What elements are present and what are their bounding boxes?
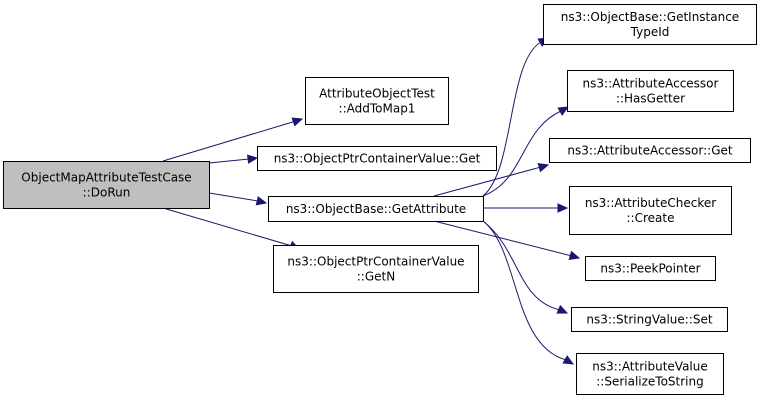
node-label-line: ns3::StringValue::Set — [586, 313, 712, 327]
arrow-head — [291, 117, 304, 127]
node-label-line: ::Create — [627, 211, 675, 225]
edge-root-to-addtomap — [162, 117, 304, 162]
edge-line — [482, 220, 567, 361]
arrow-head — [562, 355, 575, 365]
edge-getattr-to-strset — [482, 220, 569, 314]
arrow-head — [557, 203, 569, 213]
edge-line — [482, 110, 562, 197]
nodes-layer: ObjectMapAttributeTestCase::DoRun Attribu… — [3, 4, 757, 395]
node-label-line: ns3::ObjectPtrContainerValue::Get — [274, 152, 481, 166]
edge-getattr-to-serialize — [482, 220, 575, 365]
arrow-head — [255, 196, 268, 206]
node-label-line: ns3::ObjectBase::GetAttribute — [286, 202, 466, 216]
node-box — [3, 161, 210, 209]
arrow-head — [568, 250, 581, 260]
node-addtomap[interactable]: AttributeObjectTest::AddToMap1 — [305, 77, 449, 125]
node-box — [273, 245, 479, 293]
node-label-line: ObjectMapAttributeTestCase — [21, 171, 191, 185]
arrow-head — [556, 304, 569, 314]
edge-line — [482, 220, 561, 311]
edge-line — [433, 220, 573, 257]
node-label-line: ns3::AttributeAccessor::Get — [567, 144, 732, 158]
arrow-head — [557, 106, 570, 116]
node-box — [549, 138, 751, 163]
node-strset[interactable]: ns3::StringValue::Set — [571, 307, 728, 332]
node-label-line: ns3::ObjectBase::GetInstance — [561, 10, 739, 24]
node-label-line: TypeId — [630, 25, 670, 39]
edge-root-to-getattr — [208, 192, 268, 206]
edge-getattr-to-hasgetter — [482, 106, 570, 197]
node-label-line: ns3::ObjectPtrContainerValue — [287, 255, 464, 269]
node-box — [569, 186, 732, 235]
node-box — [567, 70, 734, 112]
node-box — [571, 307, 728, 332]
node-label-line: ns3::PeekPointer — [600, 262, 700, 276]
node-box — [543, 4, 757, 45]
arrow-head — [537, 163, 550, 173]
node-getn[interactable]: ns3::ObjectPtrContainerValue::GetN — [273, 245, 479, 293]
node-serialize[interactable]: ns3::AttributeValue::SerializeToString — [576, 353, 724, 395]
node-label-line: ::HasGetter — [616, 92, 685, 106]
arrow-head — [246, 154, 259, 164]
node-label-line: AttributeObjectTest — [319, 87, 435, 101]
node-label-line: ::SerializeToString — [596, 375, 704, 389]
edge-getattr-to-accget — [433, 163, 550, 197]
edge-root-to-ptrget — [208, 154, 259, 164]
node-label-line: ns3::AttributeValue — [592, 360, 708, 374]
node-box — [268, 196, 484, 222]
edge-getattr-to-peek — [433, 220, 581, 260]
node-label-line: ns3::AttributeChecker — [585, 196, 716, 210]
node-box — [576, 353, 724, 395]
edge-line — [162, 207, 293, 247]
node-accget[interactable]: ns3::AttributeAccessor::Get — [549, 138, 751, 163]
node-peek[interactable]: ns3::PeekPointer — [585, 256, 716, 281]
edge-getattr-to-create — [483, 203, 569, 213]
node-create[interactable]: ns3::AttributeChecker::Create — [569, 186, 732, 235]
node-label-line: ns3::AttributeAccessor — [583, 77, 719, 91]
node-box — [305, 77, 449, 125]
edge-line — [433, 166, 542, 197]
node-label-line: ::AddToMap1 — [339, 102, 416, 116]
node-hasgetter[interactable]: ns3::AttributeAccessor::HasGetter — [567, 70, 734, 112]
edge-getattr-to-instance — [482, 37, 550, 197]
node-box — [257, 146, 497, 171]
node-label-line: ::DoRun — [83, 186, 131, 200]
edge-line — [208, 192, 259, 202]
node-getattr[interactable]: ns3::ObjectBase::GetAttribute — [268, 196, 484, 222]
edge-line — [162, 120, 297, 162]
node-box — [585, 256, 716, 281]
node-label-line: ::GetN — [357, 270, 395, 284]
node-ptrget[interactable]: ns3::ObjectPtrContainerValue::Get — [257, 146, 497, 171]
edge-line — [482, 41, 542, 197]
edge-line — [208, 158, 250, 164]
node-root[interactable]: ObjectMapAttributeTestCase::DoRun — [3, 161, 210, 209]
